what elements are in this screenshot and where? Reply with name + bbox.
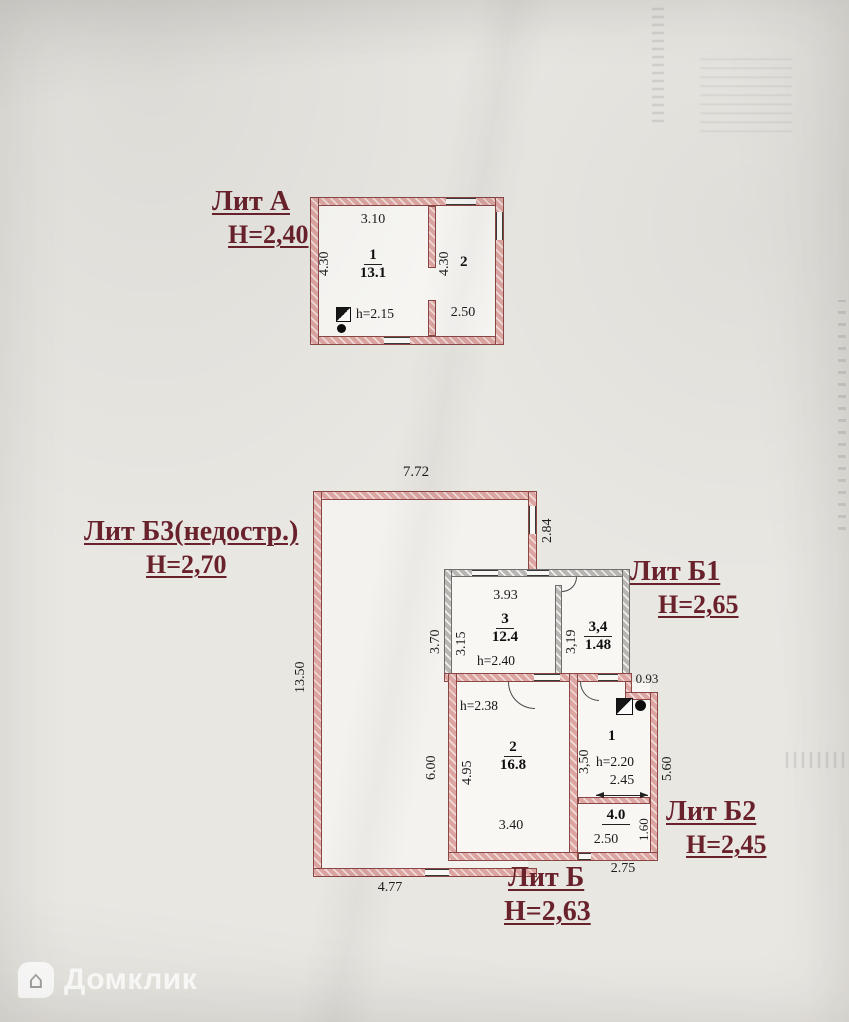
plan-b1-wall-right [622, 569, 630, 681]
room-1-number-area: 1 13.1 [348, 246, 398, 283]
dimension: 1.60 [636, 818, 651, 842]
wall-bottom-right [578, 852, 658, 861]
dimension: 2.50 [450, 305, 476, 320]
room-area: 13.1 [359, 265, 387, 282]
dimension: 3.70 [428, 629, 443, 655]
plan-b-height-label: Н=2,63 [504, 896, 591, 927]
ceiling-height-note: h=2.40 [477, 653, 515, 668]
plan-b1-label: Лит Б1 [630, 556, 721, 587]
stove-icon [616, 698, 633, 715]
dimension: 13.50 [293, 661, 308, 693]
dimension: 6.00 [424, 755, 439, 781]
scan-artifact [652, 4, 664, 122]
room-2-wall-bottom [448, 852, 578, 861]
dimension: 3.15 [454, 631, 469, 657]
dimension: 3,50 [577, 749, 592, 775]
plan-a-wall-right [495, 197, 504, 345]
room-4-area: 4.0 [596, 806, 636, 826]
plan-b-label: Лит Б [508, 862, 585, 893]
plan-a-partition-lower [428, 300, 436, 336]
scan-artifact [838, 300, 846, 530]
window [425, 869, 449, 876]
room-area: 12.4 [491, 629, 519, 646]
room-2-wall-left [448, 673, 457, 861]
dimension: 5.60 [660, 756, 675, 782]
room-2-number: 2 [460, 254, 468, 270]
plan-a-label: Лит А [212, 186, 290, 217]
dimension: 3.40 [498, 818, 524, 833]
plan-a-height-label: Н=2,40 [228, 220, 309, 249]
watermark: ⌂ Домклик [18, 962, 197, 998]
plan-b1-height-label: Н=2,65 [658, 590, 739, 619]
scan-artifact [786, 752, 844, 768]
plan-b3-wall-left [313, 491, 322, 877]
dimension: 4.30 [317, 251, 332, 277]
stove-dot-icon [635, 700, 646, 711]
window [446, 198, 476, 205]
stove-icon [336, 307, 351, 322]
room-2-number-area: 2 16.8 [486, 738, 540, 775]
window [496, 212, 503, 240]
plan-b1-partition [555, 585, 562, 681]
dimension: 4.95 [460, 760, 475, 786]
plan-b2-height-label: Н=2,45 [686, 830, 767, 859]
ceiling-height-note: h=2.20 [596, 754, 634, 769]
dimension: 4.30 [437, 251, 452, 277]
window [384, 337, 410, 344]
dimension: 0.93 [635, 671, 659, 686]
watermark-text: Домклик [64, 963, 198, 996]
plan-b2-label: Лит Б2 [666, 796, 757, 827]
dimension-arrow-line [596, 792, 648, 798]
room-area: 16.8 [499, 757, 527, 774]
house-pin-icon: ⌂ [18, 962, 54, 998]
door-gap [579, 853, 591, 860]
room-1-number: 1 [608, 728, 616, 744]
dimension: 2.50 [593, 832, 619, 847]
room-2-interior [457, 682, 569, 852]
plan-b1-interior [452, 577, 622, 673]
room-number: 3 [496, 611, 514, 630]
plan-a-partition-upper [428, 206, 436, 268]
room-number: 2 [504, 739, 522, 758]
dimension: 1.48 [584, 637, 612, 654]
room-3-number-area: 3 12.4 [480, 610, 530, 647]
scan-artifact [700, 58, 792, 132]
plan-b3-height-label: Н=2,70 [146, 550, 227, 579]
window [527, 570, 549, 576]
ceiling-height-note: h=2.38 [460, 698, 498, 713]
plan-b3-wall-top [313, 491, 537, 500]
room-area: 3,4 [583, 619, 613, 638]
room-number: 1 [364, 247, 382, 266]
dimension: 2.84 [540, 518, 555, 544]
plan-b3-label: Лит Б3(недостр.) [84, 516, 299, 547]
window [472, 570, 498, 576]
dimension: 2.75 [610, 861, 636, 876]
stove-dot-icon [337, 324, 346, 333]
room-area: 4.0 [601, 807, 631, 826]
dimension: 3.10 [360, 212, 386, 227]
dimension: 2.45 [609, 773, 635, 788]
room-4-partition [578, 797, 650, 804]
plan-b3-wall-right-upper [528, 491, 537, 581]
plan-a-wall-left [310, 197, 319, 345]
window [529, 506, 536, 534]
door-gap [598, 674, 618, 681]
dimension: 3.93 [493, 588, 518, 603]
dimension: 7.72 [402, 464, 430, 480]
room-4-number-area: 3,4 1.48 [577, 618, 619, 655]
dimension: 4.77 [377, 880, 403, 895]
ceiling-height-note: h=2.15 [356, 306, 394, 321]
door-gap [534, 674, 560, 681]
